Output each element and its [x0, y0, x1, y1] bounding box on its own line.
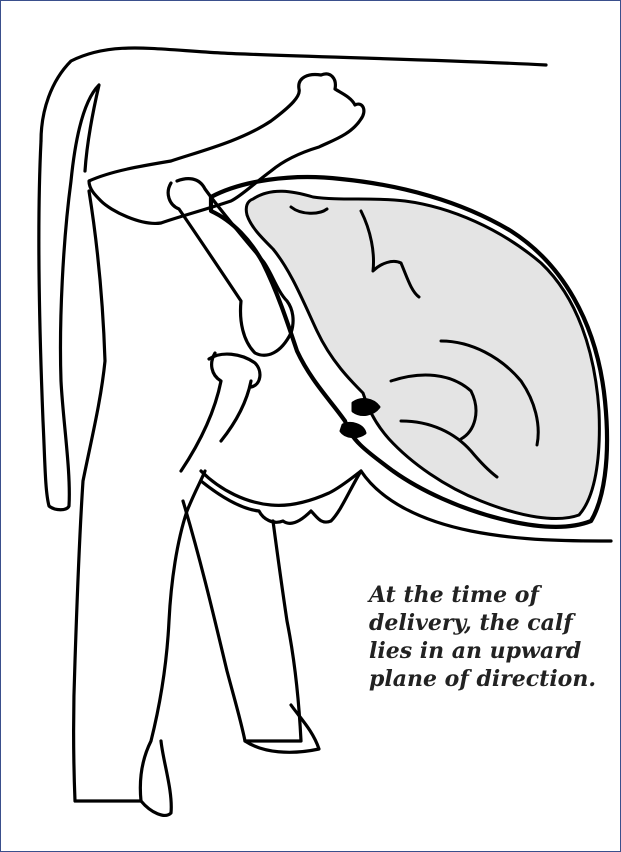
hind-leg-outline: [74, 191, 206, 801]
cow-back-outline: [41, 48, 546, 141]
illustration-caption: At the time of delivery, the calf lies i…: [369, 581, 619, 693]
caption-line-3: lies in an upward: [369, 637, 619, 665]
udder-outline: [201, 471, 361, 523]
front-leg-outline: [183, 501, 301, 741]
tibia-bone: [181, 353, 251, 471]
caption-line-1: At the time of: [369, 581, 619, 609]
caption-line-4: plane of direction.: [369, 665, 619, 693]
caption-line-2: delivery, the calf: [369, 609, 619, 637]
